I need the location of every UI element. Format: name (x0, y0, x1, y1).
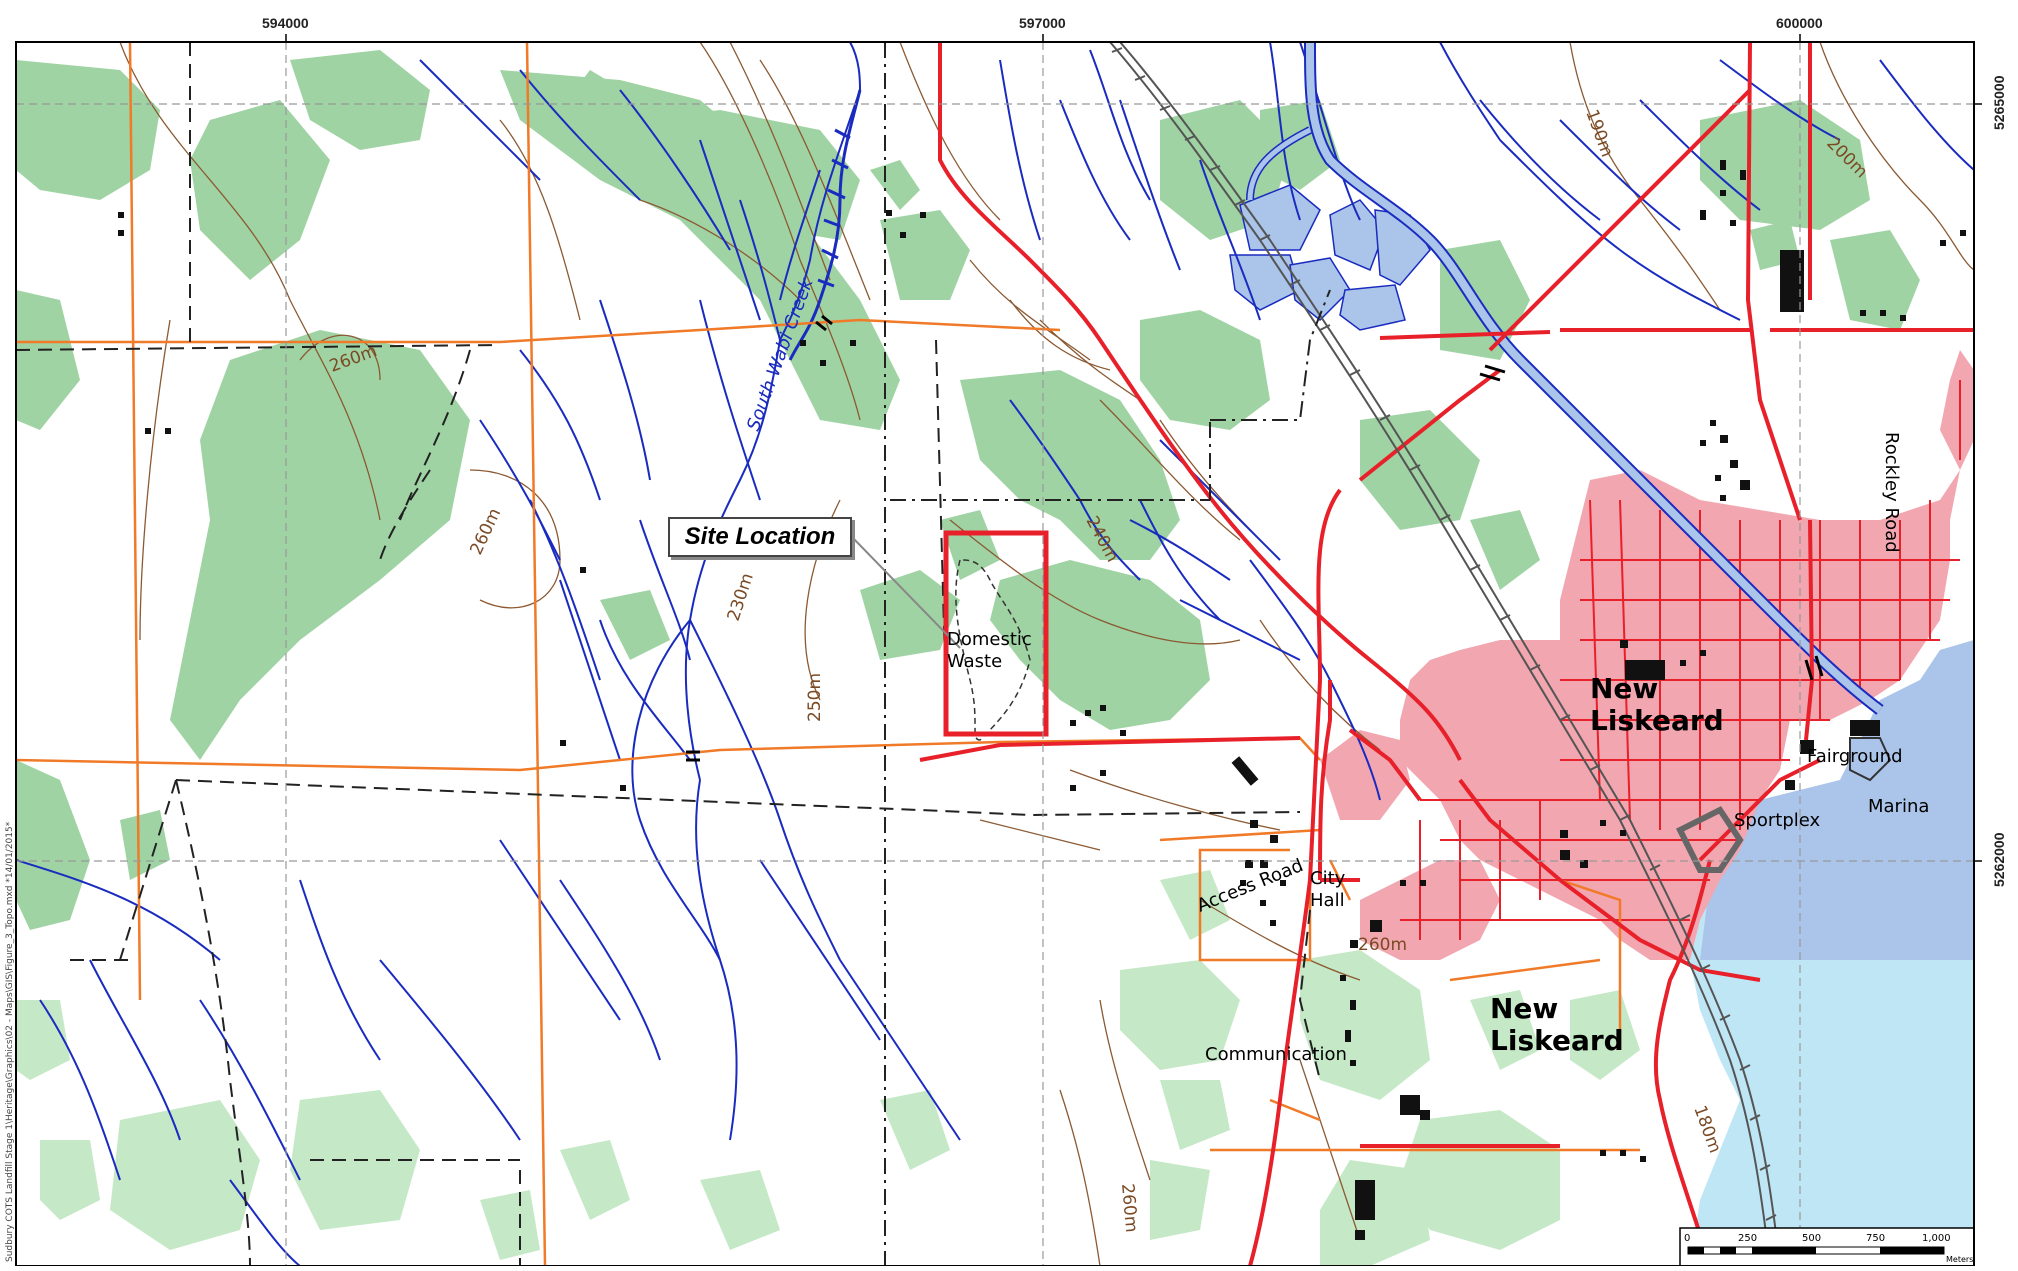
town-label-b-line1: New (1490, 992, 1558, 1025)
domestic-waste-label-line2: Waste (947, 651, 1002, 672)
urban-area-nw (1320, 730, 1410, 820)
contour-lines (119, 42, 1974, 1266)
northing-label: 5265000 (1991, 75, 2007, 130)
urban-area-west (1360, 860, 1500, 960)
scale-tick-label: 250 (1738, 1233, 1757, 1244)
railway (1109, 42, 1781, 1266)
minor-roads (16, 42, 1640, 1266)
river-branch (1247, 127, 1312, 201)
easting-label: 600000 (1776, 15, 1823, 31)
scale-tick-label: 1,000 (1922, 1233, 1951, 1244)
city-hall-label-line2: Hall (1310, 890, 1345, 911)
sewage-lagoons (1229, 184, 1431, 331)
trails (16, 42, 1321, 1266)
site-location-callout: Site Location (668, 517, 852, 557)
urban-area (1400, 350, 1974, 960)
contour-label: 250m (805, 673, 825, 722)
file-path-label: Sudbury COTS Landfill Stage 1\Heritage\G… (5, 821, 15, 1262)
scale-unit-label: Meters (1946, 1255, 1973, 1264)
contour-label: 260m (1117, 1183, 1141, 1234)
scale-bar: 0 250 500 750 1,000 Meters (1679, 1227, 1974, 1266)
marina-basin (1849, 737, 1892, 782)
sportplex-label: Sportplex (1734, 810, 1821, 831)
domestic-waste-footprint (955, 559, 1031, 741)
callout-leader-line (851, 536, 961, 649)
marina-label: Marina (1868, 796, 1929, 817)
fairground-label: Fairground (1807, 746, 1903, 767)
city-hall-label-line1: City (1310, 868, 1346, 889)
dashdot-lines (884, 42, 1331, 1266)
easting-label: 594000 (262, 15, 309, 31)
grid-lines (16, 42, 1974, 1266)
wabi-river (1306, 42, 1883, 714)
contour-label: 260m (1358, 935, 1407, 955)
bridges (686, 314, 1824, 762)
top-coordinate-ticks (285, 34, 1982, 862)
major-roads (919, 42, 1974, 1266)
rockley-road-label: Rockley Road (1881, 432, 1902, 553)
lake-upper (1700, 640, 1974, 960)
scale-tick-label: 0 (1684, 1233, 1690, 1244)
buildings (118, 160, 1966, 1240)
wabi-creek-channel (788, 89, 862, 361)
scale-tick-label: 750 (1866, 1233, 1885, 1244)
easting-label: 597000 (1019, 15, 1066, 31)
domestic-waste-label-line1: Domestic (947, 629, 1032, 650)
communication-label: Communication (1205, 1044, 1347, 1065)
town-label-line2: Liskeard (1590, 704, 1724, 737)
town-label-line1: New (1590, 672, 1658, 705)
northing-label: 5262000 (1991, 832, 2007, 887)
town-label-b-line2: Liskeard (1490, 1024, 1624, 1057)
streams (16, 42, 1974, 1266)
scale-tick-label: 500 (1802, 1233, 1821, 1244)
sportplex-outline (1675, 806, 1744, 873)
